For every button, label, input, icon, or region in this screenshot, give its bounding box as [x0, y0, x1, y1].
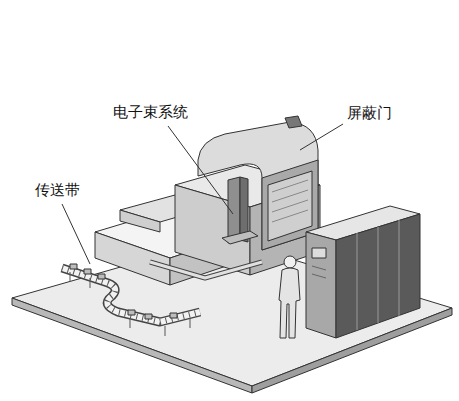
- part-label: 传送带: [34, 181, 81, 199]
- part-label: 电子束系统: [112, 103, 189, 121]
- part-label: 屏蔽门: [346, 104, 393, 122]
